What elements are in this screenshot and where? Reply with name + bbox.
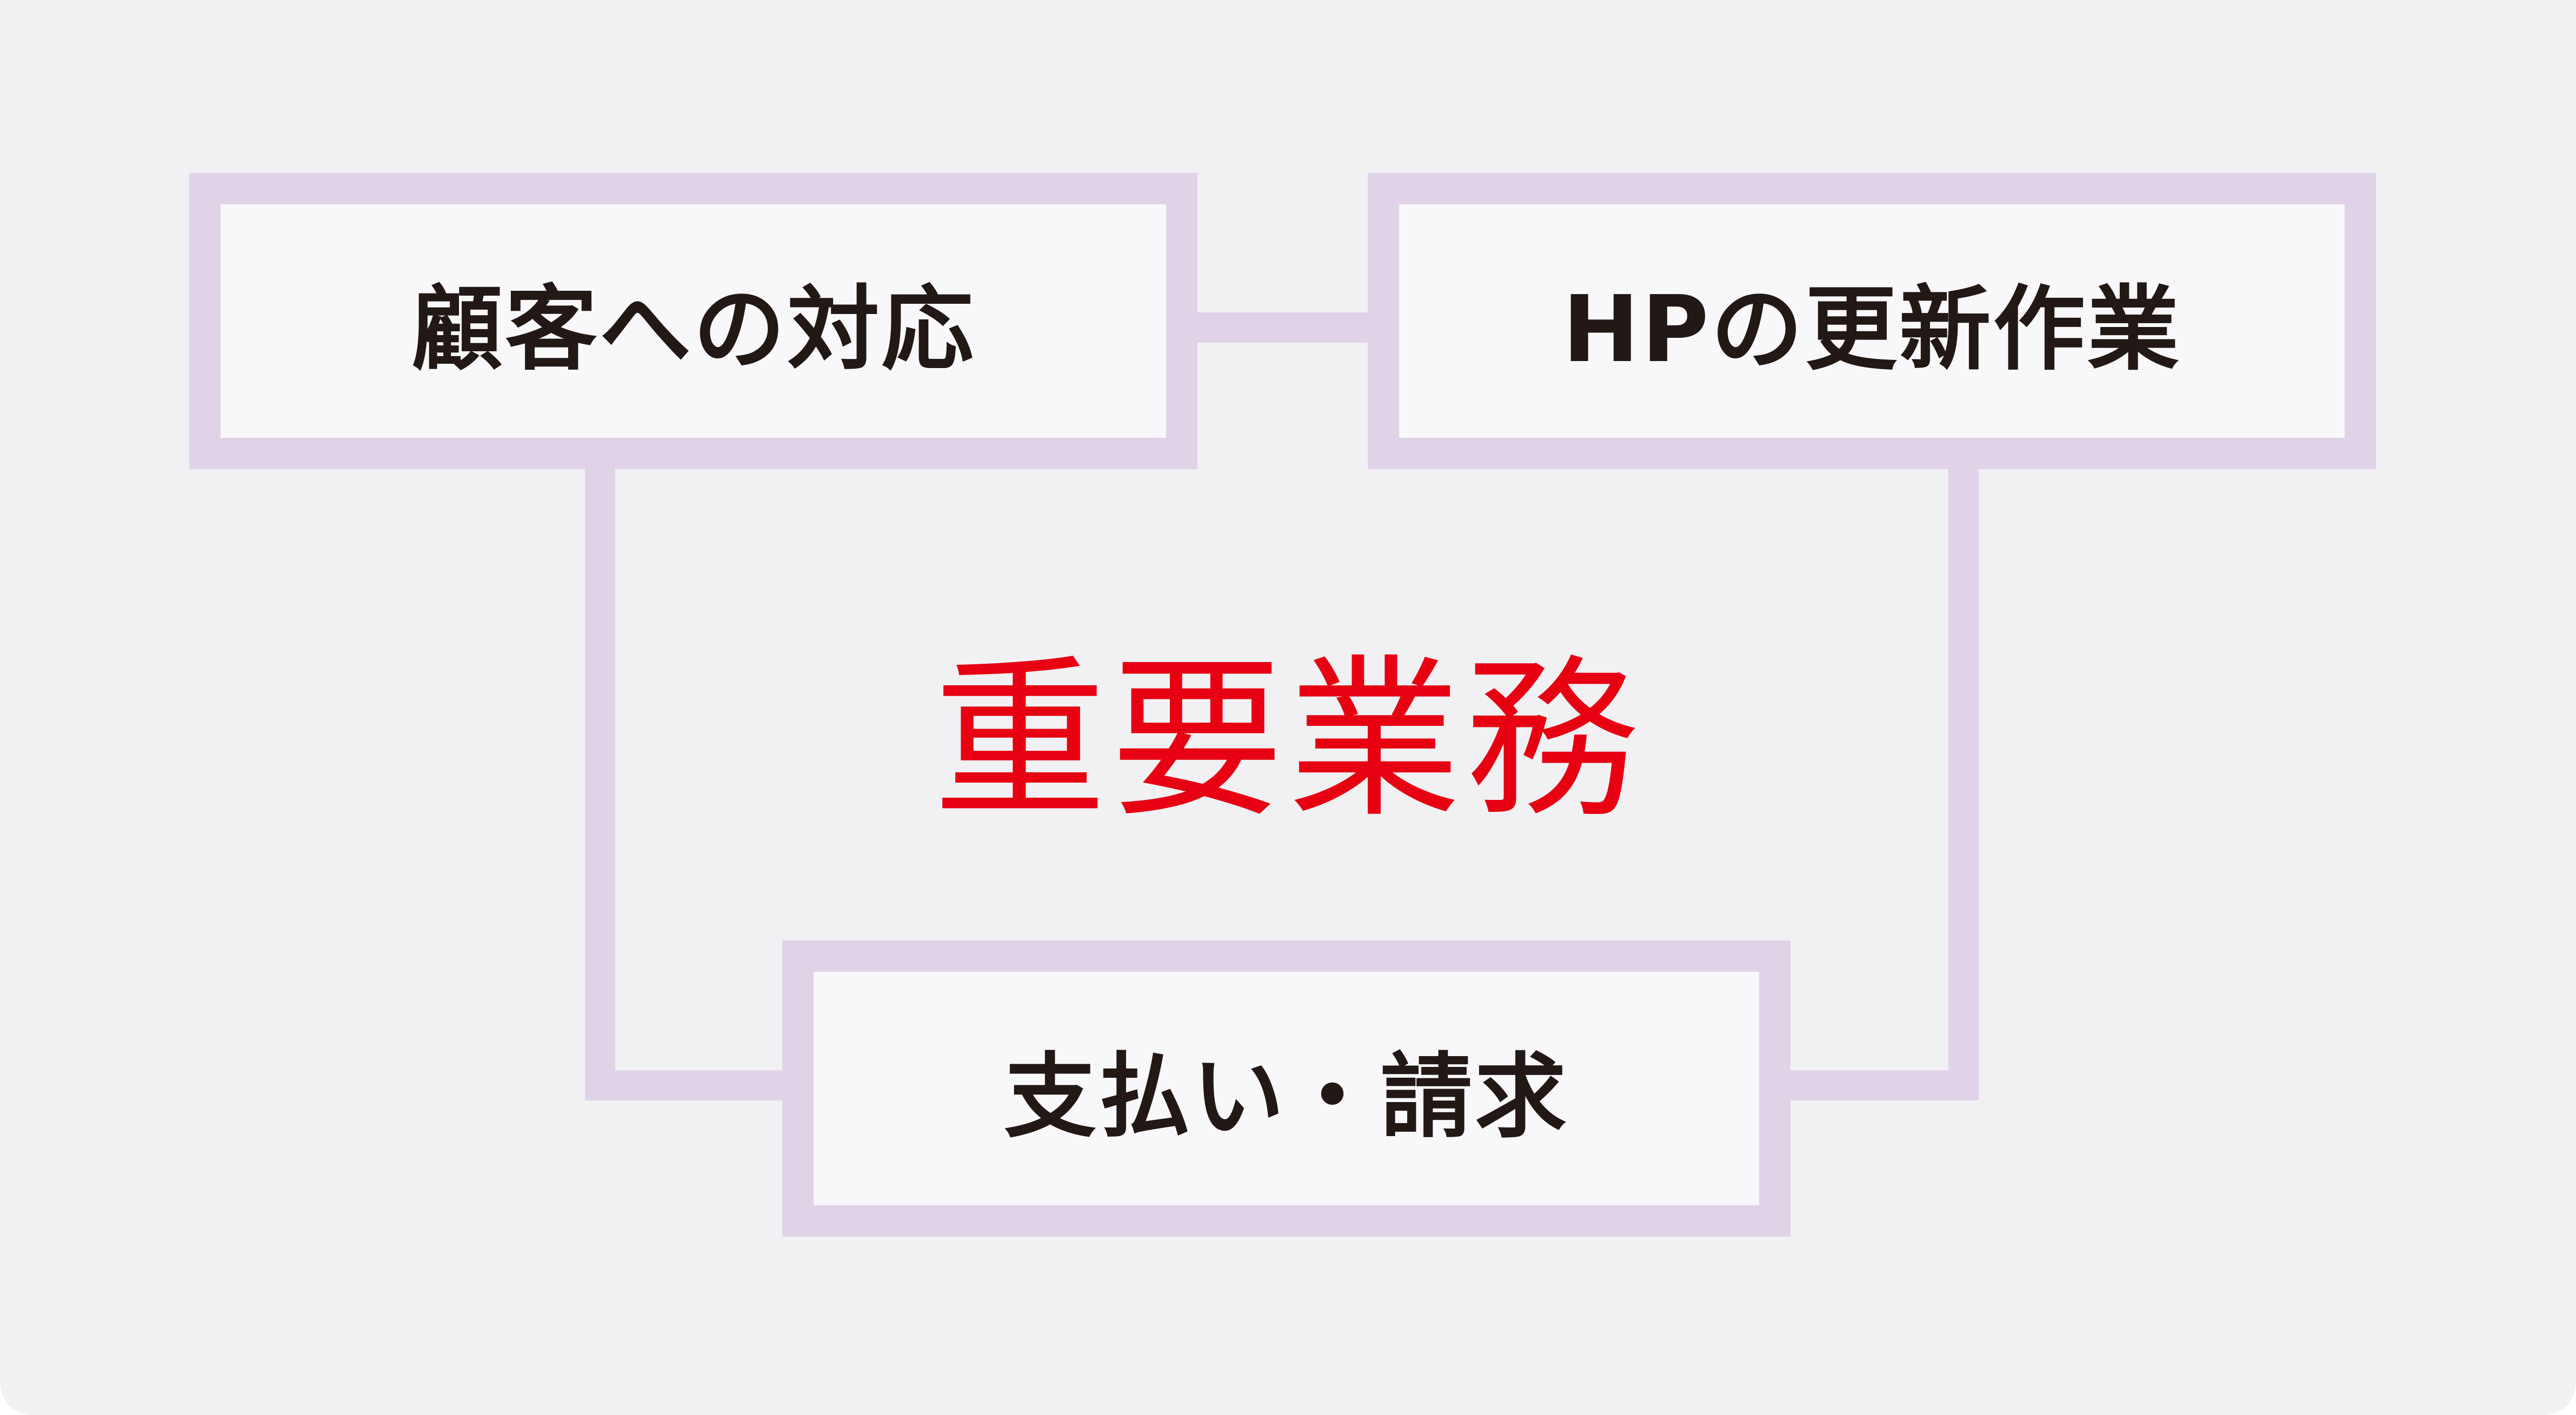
customer-box: 顧客への対応 [189, 173, 1197, 469]
hp-update-box-label: HPの更新作業 [1562, 276, 2181, 383]
connector-customer-down [585, 468, 615, 1100]
connector-hp-down [1948, 468, 1979, 1100]
connector-customer-payment [585, 1070, 785, 1100]
connector-customer-hp [1195, 312, 1370, 343]
hp-update-box: HPの更新作業 [1368, 173, 2376, 469]
payment-box: 支払い・請求 [782, 940, 1790, 1237]
payment-box-label: 支払い・請求 [1004, 1044, 1569, 1151]
center-label: 重要業務 [933, 640, 1643, 841]
customer-box-label: 顧客への対応 [411, 276, 976, 383]
connector-payment-hp [1787, 1070, 1979, 1100]
